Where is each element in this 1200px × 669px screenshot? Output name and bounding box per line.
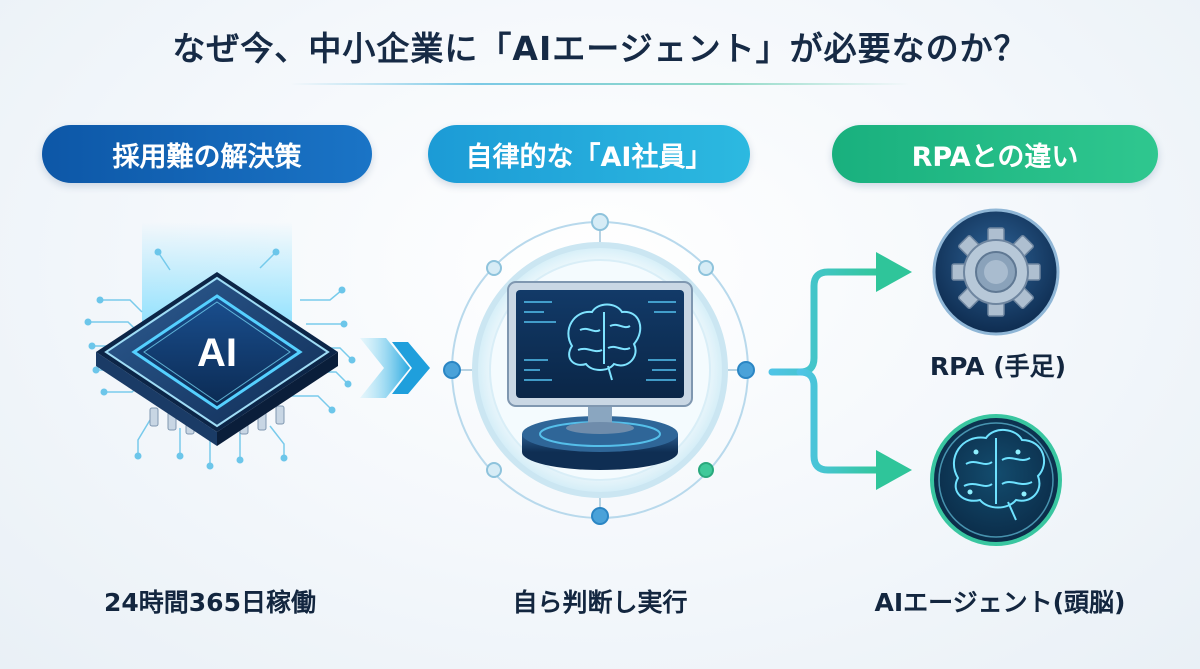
caption-24-7-operation: 24時間365日稼働 — [104, 588, 316, 617]
caption-self-judge-execute: 自ら判断し実行 — [512, 588, 688, 617]
rpa-label: RPA (手足) — [929, 352, 1067, 381]
heading-recruitment-solution: 採用難の解決策 — [42, 125, 372, 183]
monitor-brain-icon — [443, 213, 755, 525]
heading-autonomous-ai-employee: 自律的な「AI社員」 — [428, 125, 750, 183]
branch-arrow-icon — [768, 252, 912, 490]
caption-ai-agent-brain: AIエージェント(頭脳) — [874, 588, 1126, 617]
title-divider — [290, 83, 910, 85]
brain-icon — [930, 414, 1062, 546]
double-chevron-right-icon — [360, 338, 430, 398]
gear-icon — [932, 208, 1060, 336]
ai-chip-icon — [84, 222, 356, 470]
chip-label: AI — [197, 331, 237, 375]
page-title: なぜ今、中小企業に「AIエージェント」が必要なのか？ — [172, 29, 1028, 68]
heading-difference-from-rpa: RPAとの違い — [832, 125, 1158, 183]
